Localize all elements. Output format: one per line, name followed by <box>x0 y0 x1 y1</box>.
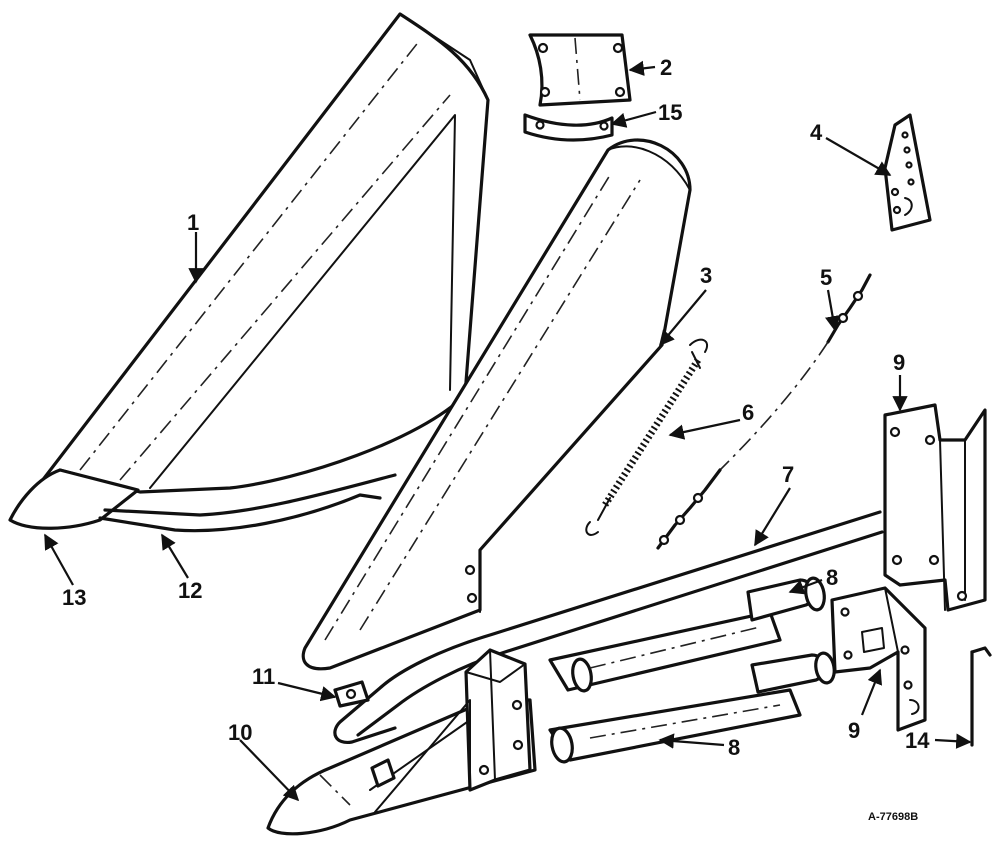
label-part-13: 13 <box>62 585 86 610</box>
label-part-9-lower: 9 <box>848 718 860 743</box>
label-part-15: 15 <box>658 100 682 125</box>
part-1-divider-shield <box>10 12 490 522</box>
label-part-8-upper: 8 <box>826 565 838 590</box>
label-part-2: 2 <box>660 55 672 80</box>
part-14-pin <box>970 646 992 747</box>
label-part-7: 7 <box>782 462 794 487</box>
label-part-3: 3 <box>700 263 712 288</box>
part-9b-bracket <box>830 586 927 732</box>
label-part-6: 6 <box>742 400 754 425</box>
label-part-4: 4 <box>810 120 823 145</box>
part-4-bracket <box>883 113 932 232</box>
callout-leaders <box>44 60 972 802</box>
part-13-nose-point <box>8 468 140 530</box>
label-part-11: 11 <box>252 664 275 689</box>
part-10-shoe <box>266 648 537 836</box>
part-8b-roller <box>548 651 836 764</box>
drawing-reference-code: A-77698B <box>868 811 918 823</box>
part-3-shield <box>301 138 692 671</box>
label-part-5: 5 <box>820 265 832 290</box>
label-part-1: 1 <box>187 210 199 235</box>
label-part-12: 12 <box>178 578 202 603</box>
callout-labels: 1 2 3 4 5 6 7 8 8 9 9 10 11 12 13 14 15 … <box>62 55 930 823</box>
part-12-rods <box>98 473 397 533</box>
label-part-9-upper: 9 <box>893 350 905 375</box>
part-5-chain <box>656 273 872 550</box>
label-part-10: 10 <box>228 720 252 745</box>
label-part-14: 14 <box>905 728 930 753</box>
part-6-spring <box>585 338 709 536</box>
part-9a-angle-bracket <box>883 403 987 612</box>
part-11-plate <box>333 680 370 708</box>
part-15-strap <box>523 113 614 142</box>
label-part-8-lower: 8 <box>728 735 740 760</box>
part-2-bracket <box>528 33 632 107</box>
